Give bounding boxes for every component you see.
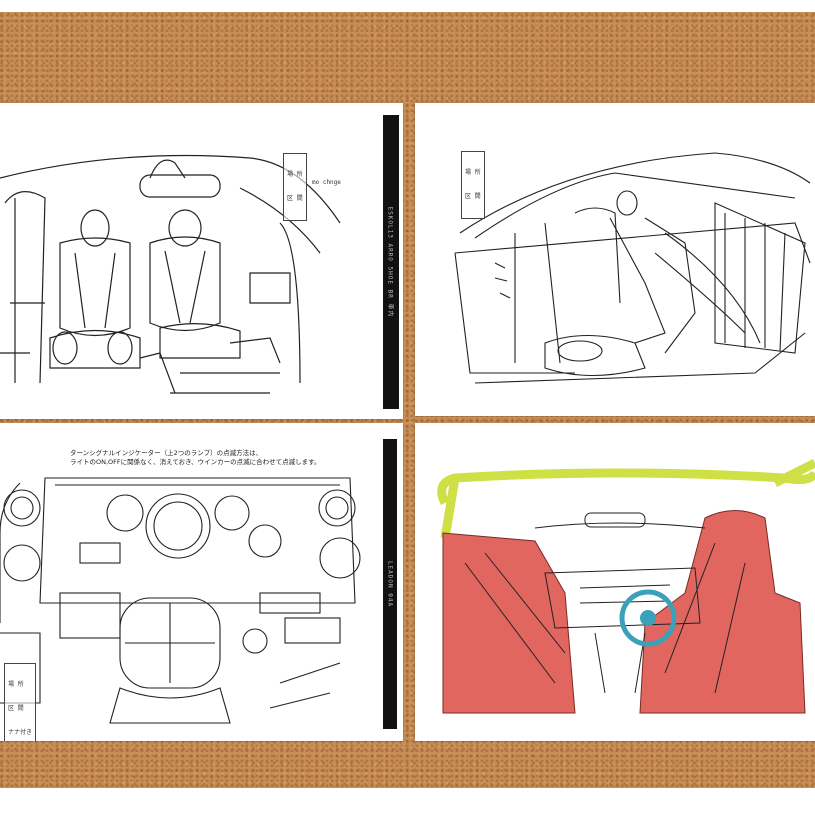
stamp-box: 場 所 区 間 [461,151,485,219]
roll-cage-bar [440,477,460,539]
sheet-cabin-side: 場 所 区 間 [415,103,815,416]
instruction-note: ターンシグナルインジケーター（上2つのランプ）の点滅方法は、 ライトのON,OF… [70,449,321,467]
stamp-line: ナナ付き [8,729,33,736]
spine-label: ESKOL13 ARRO 5HOE BR 車内 [386,206,394,318]
stamp-line: 区 間 [287,195,303,202]
seat-left [442,532,576,714]
stamp-line: 場 所 [8,681,24,688]
stamp-line: 区 間 [465,193,481,200]
stamp-line: 場 所 [465,169,481,176]
note-line: ターンシグナルインジケーター（上2つのランプ）の点滅方法は、 [70,449,263,457]
sheet-spine: LEADON 04A [383,439,397,729]
sheet-cabin-colored [415,423,815,741]
stamp-note: mo chnge [312,179,341,186]
stamp-box: 場 所 区 間 [283,153,307,221]
sketch-dashboard [0,477,361,724]
sketch-cabin-colored [437,458,815,714]
stamp-line: 区 間 [8,705,24,712]
steering-wheel [619,589,677,647]
stamp-line: 場 所 [287,171,303,178]
sketch-cabin-side [454,152,811,384]
sheet-seats-front: 場 所 区 間 mo chnge ESKOL13 ARRO 5HOE BR 車内 [0,103,403,419]
roll-cage-bar [437,468,815,506]
sketch-seats-front [0,154,341,394]
sheet-spine: ESKOL13 ARRO 5HOE BR 車内 [383,115,399,409]
stamp-box: 場 所 区 間 ナナ付き [4,663,37,741]
note-line: ライトのON,OFFに関係なく、消えておき、ウインカーの点滅に合わせて点滅します… [70,458,321,466]
spine-label: LEADON 04A [386,560,394,608]
sheet-dashboard: ターンシグナルインジケーター（上2つのランプ）の点滅方法は、 ライトのON,OF… [0,423,403,741]
roll-cage-bar [772,458,815,488]
seat-right [639,510,806,714]
